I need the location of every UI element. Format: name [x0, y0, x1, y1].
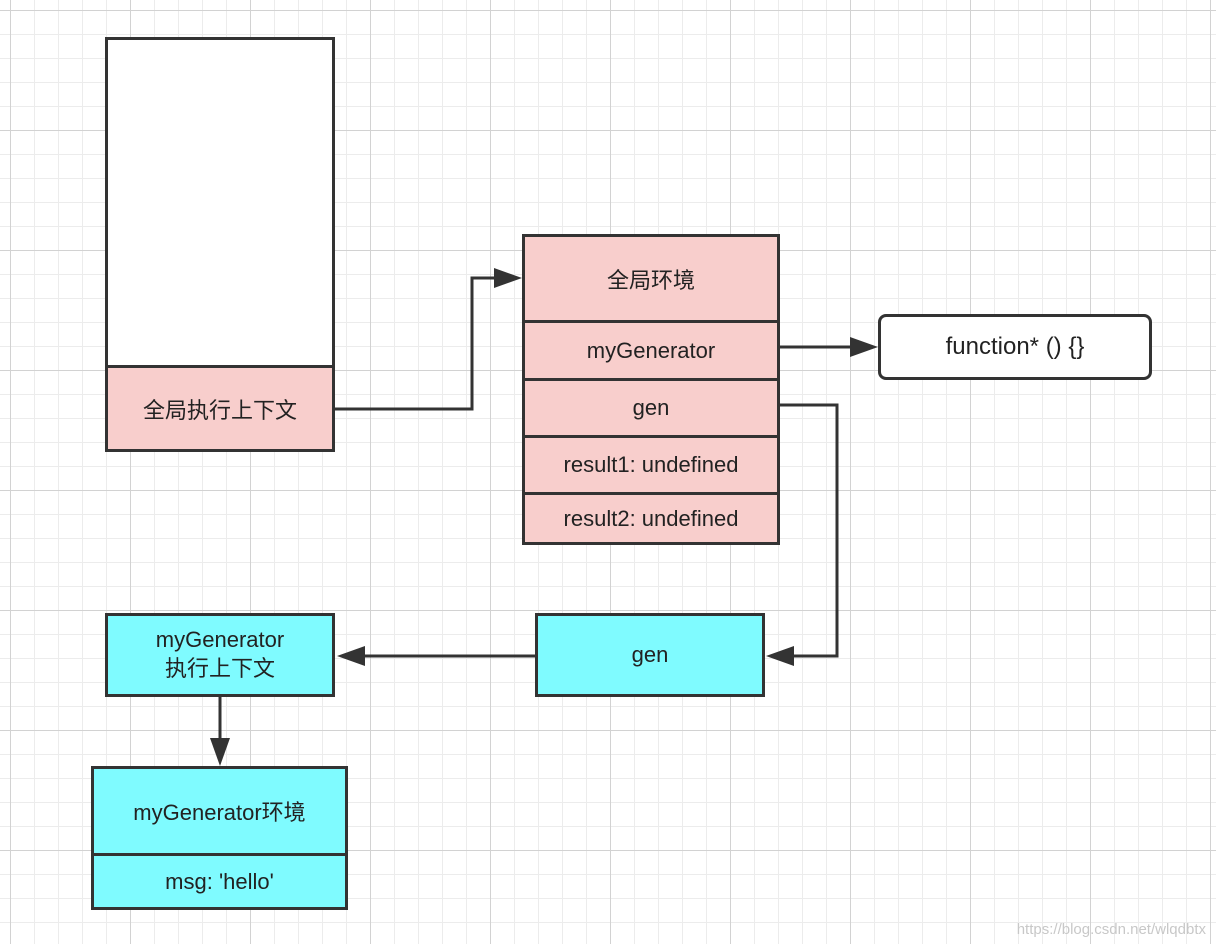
- generator-env-title: myGenerator环境: [94, 769, 345, 853]
- arrowhead-function-box: [850, 337, 878, 357]
- connector-context-to-global-env: [335, 276, 496, 411]
- call-stack-empty-area: [108, 40, 332, 365]
- global-env-row-gen[interactable]: gen: [525, 378, 777, 435]
- global-environment: 全局环境 myGenerator gen result1: undefined …: [522, 234, 780, 545]
- generator-context-line1: myGenerator: [155, 627, 285, 653]
- generator-environment: myGenerator环境 msg: 'hello': [91, 766, 348, 910]
- arrowhead-generator-env: [210, 738, 230, 766]
- global-env-row-mygenerator[interactable]: myGenerator: [525, 320, 777, 378]
- arrowhead-generator-context: [337, 646, 365, 666]
- global-env-row-result2[interactable]: result2: undefined: [525, 492, 777, 542]
- arrowhead-global-env: [494, 268, 522, 288]
- connector-gen-to-gen-object: [780, 403, 839, 658]
- global-execution-context[interactable]: 全局执行上下文: [108, 365, 332, 449]
- global-env-row-result1[interactable]: result1: undefined: [525, 435, 777, 492]
- call-stack: 全局执行上下文: [105, 37, 335, 452]
- generator-context-line2: 执行上下文: [164, 656, 275, 681]
- arrowhead-gen-object: [766, 646, 794, 666]
- function-object-box[interactable]: function* () {}: [878, 314, 1152, 380]
- generator-env-row-msg[interactable]: msg: 'hello': [94, 853, 345, 907]
- generator-execution-context[interactable]: myGenerator 执行上下文: [105, 613, 335, 697]
- watermark: https://blog.csdn.net/wlqdbtx: [1016, 921, 1206, 938]
- gen-object-box[interactable]: gen: [535, 613, 765, 697]
- global-env-title: 全局环境: [525, 237, 777, 320]
